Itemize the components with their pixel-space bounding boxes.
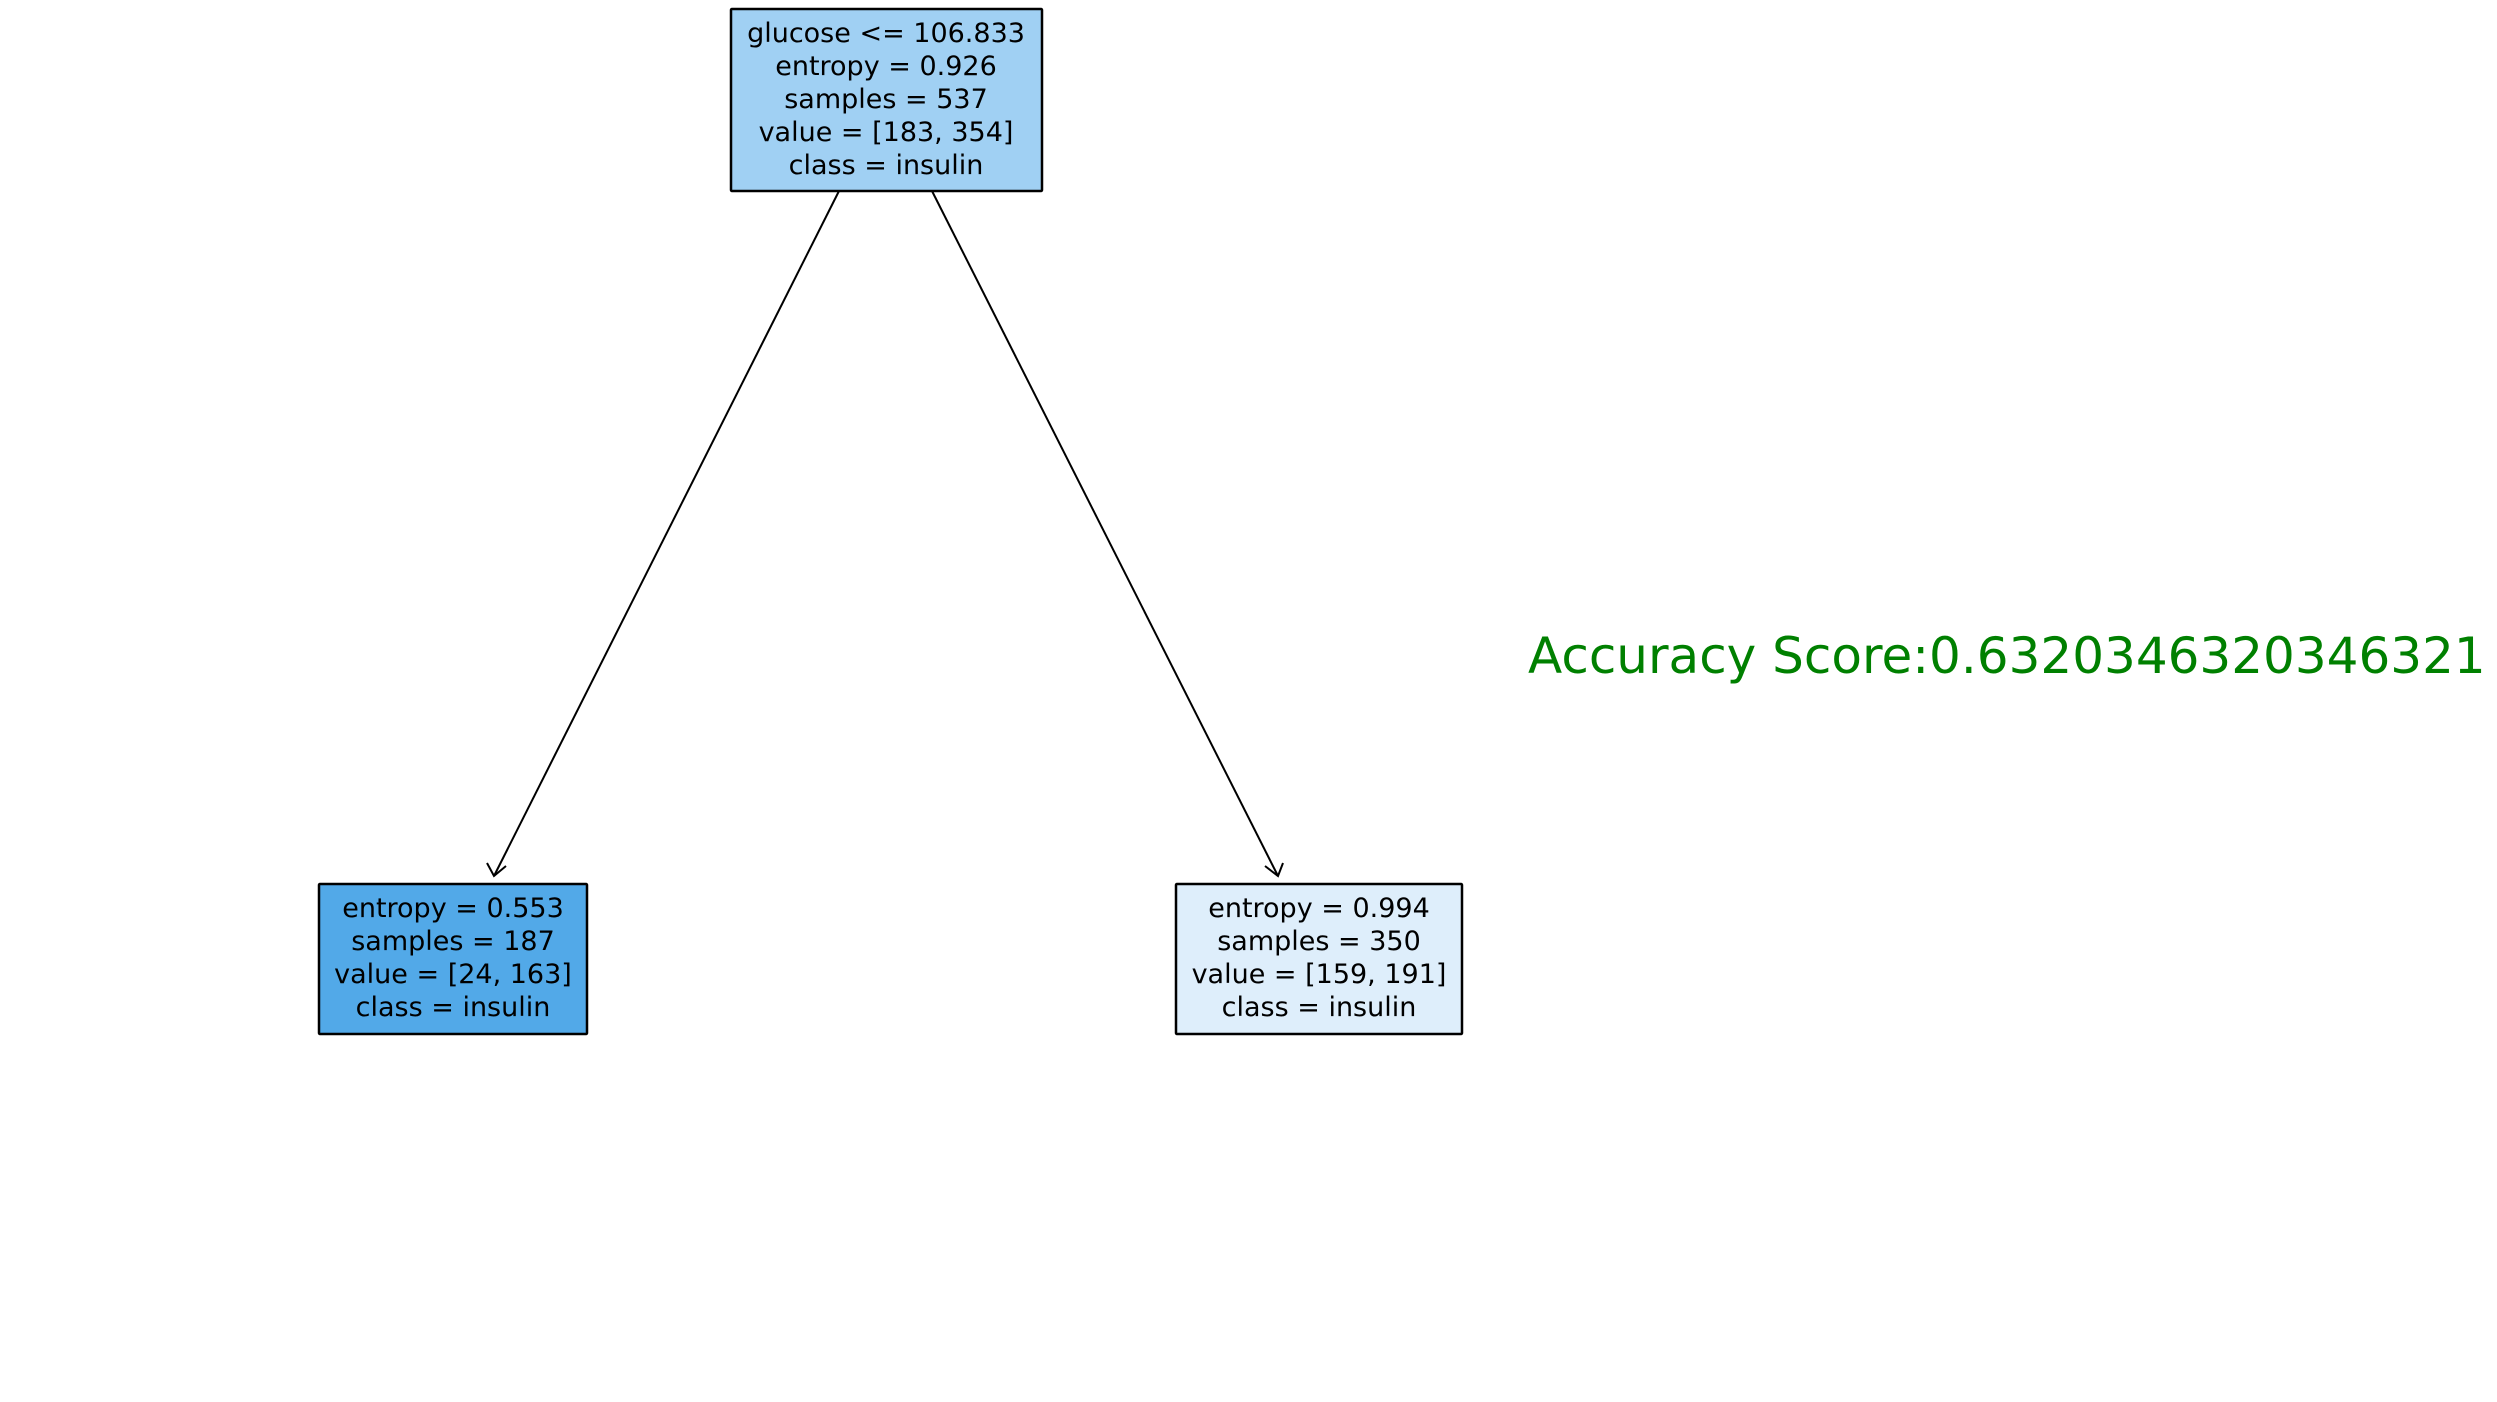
node-text-value: value = [24, 163] xyxy=(334,959,572,990)
node-box-root xyxy=(729,7,1044,193)
arrowhead-left xyxy=(486,862,507,878)
accuracy-score-text: Accuracy Score:0.6320346320346321 xyxy=(1528,627,2486,685)
node-text-value: value = [183, 354] xyxy=(759,117,1014,148)
node-text-class: class = insulin xyxy=(789,150,984,181)
node-text-samples: samples = 350 xyxy=(1217,926,1421,957)
node-text-class: class = insulin xyxy=(1222,992,1417,1023)
node-text-value: value = [159, 191] xyxy=(1192,959,1447,990)
node-box-left xyxy=(317,882,589,1036)
node-text-split: glucose <= 106.833 xyxy=(747,18,1025,49)
tree-edges xyxy=(486,190,1284,878)
edge-root-to-left xyxy=(493,190,840,877)
node-text-class: class = insulin xyxy=(356,992,551,1023)
node-text-entropy: entropy = 0.926 xyxy=(775,51,997,82)
node-text-entropy: entropy = 0.994 xyxy=(1208,893,1430,924)
node-text-samples: samples = 537 xyxy=(784,84,988,115)
tree-node-right: entropy = 0.994 samples = 350 value = [1… xyxy=(1174,882,1464,1036)
node-box-right xyxy=(1174,882,1464,1036)
arrowhead-right xyxy=(1264,862,1284,878)
tree-node-root: glucose <= 106.833 entropy = 0.926 sampl… xyxy=(729,7,1044,193)
tree-node-left: entropy = 0.553 samples = 187 value = [2… xyxy=(317,882,589,1036)
node-text-samples: samples = 187 xyxy=(351,926,555,957)
node-text-entropy: entropy = 0.553 xyxy=(342,893,564,924)
edge-root-to-right xyxy=(931,190,1279,877)
